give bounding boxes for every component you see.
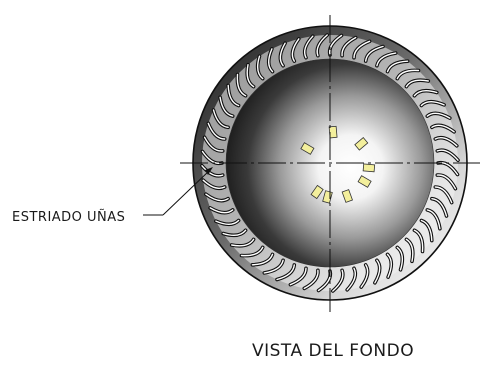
callout-label: ESTRIADO UÑAS — [12, 209, 125, 225]
serration-slot-highlight — [251, 253, 274, 266]
serration-slot-highlight — [431, 198, 448, 217]
serration-slot-highlight — [386, 60, 409, 73]
inner-tab — [341, 189, 353, 203]
serration-slot-highlight — [212, 109, 229, 128]
inner-tab — [310, 184, 324, 200]
serration-slot-highlight — [386, 253, 392, 278]
serration-slot-highlight — [263, 259, 284, 274]
serration-slot-highlight — [426, 112, 451, 119]
serration-slot-highlight — [420, 101, 445, 107]
serration-slot-highlight — [202, 179, 226, 189]
serration-slot-highlight — [365, 45, 384, 62]
serration-slot-highlight — [346, 267, 356, 291]
inner-tab — [357, 175, 372, 188]
center-lines — [180, 15, 480, 312]
serration-slot-highlight — [374, 259, 381, 284]
serration-slot-highlight — [332, 269, 344, 292]
serration-ring — [200, 33, 460, 293]
serration-slot-highlight — [201, 165, 224, 177]
serration-slot-highlight — [279, 42, 286, 67]
serration-slot-highlight — [219, 96, 234, 117]
serration-slot-highlight — [203, 136, 224, 152]
serration-slot-highlight — [341, 36, 357, 57]
callout-leader — [143, 169, 211, 216]
serration-slot-highlight — [303, 269, 319, 290]
serration-slot-highlight — [205, 193, 229, 202]
serration-slot-highlight — [316, 34, 328, 57]
serration-slot-highlight — [396, 246, 404, 271]
serration-slot-highlight — [360, 264, 369, 288]
inner-tab — [354, 137, 369, 151]
serration-slot-highlight — [376, 52, 397, 67]
serration-slot-highlight — [436, 149, 459, 161]
serration-slot-highlight — [436, 174, 457, 190]
serration-slot-highlight — [276, 264, 295, 281]
serration-slot-highlight — [215, 219, 240, 225]
serration-slot-highlight — [236, 73, 247, 97]
view-title: VISTA DEL FONDO — [252, 341, 414, 361]
serration-slot-highlight — [353, 40, 371, 59]
serration-slot-highlight — [304, 35, 314, 59]
serration-slot-highlight — [231, 238, 255, 247]
serration-slot-highlight — [209, 207, 234, 214]
serration-slot-highlight — [434, 186, 453, 204]
inner-tab — [362, 163, 376, 173]
serration-slot-highlight — [426, 209, 441, 230]
serration-slot-highlight — [227, 84, 240, 107]
serration-slot-highlight — [256, 55, 264, 80]
serration-slot-highlight — [405, 238, 414, 262]
serration-slot-highlight — [420, 219, 433, 242]
serration-slot-highlight — [413, 89, 438, 97]
serration-slot-highlight — [222, 229, 247, 237]
inner-tab — [300, 142, 315, 155]
inner-tabs — [300, 125, 376, 204]
serration-slot-highlight — [289, 267, 307, 286]
serration-slot-highlight — [291, 38, 300, 62]
serration-slot-highlight — [413, 229, 424, 253]
serration-slot-highlight — [405, 79, 429, 88]
serration-slot-highlight — [431, 124, 455, 133]
serration-slot-highlight — [246, 64, 255, 88]
serration-slot-highlight — [240, 246, 264, 257]
serration-slot-highlight — [268, 48, 274, 73]
serration-slot-highlight — [434, 137, 458, 147]
serration-slot-highlight — [207, 122, 226, 140]
leader-arrowhead — [205, 167, 213, 175]
serration-slot-highlight — [328, 34, 343, 56]
serration-slot-highlight — [396, 69, 420, 80]
